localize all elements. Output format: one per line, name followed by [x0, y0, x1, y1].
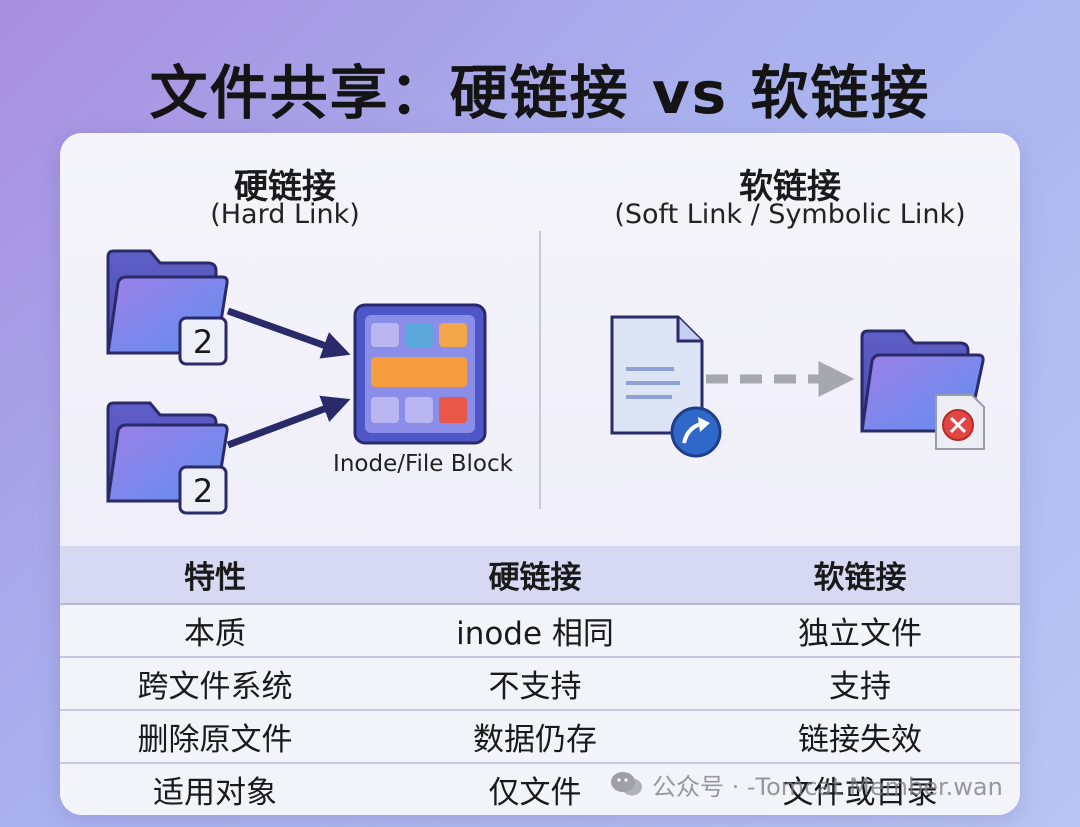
table-cell: 跨文件系统 [60, 657, 370, 711]
table-cell: 适用对象 [60, 763, 370, 815]
header-soft-link: 软链接 [700, 546, 1020, 605]
comparison-card: 硬链接 (Hard Link) 软链接 (Soft Link / Symboli… [60, 133, 1020, 815]
wechat-icon [611, 772, 642, 796]
table-cell: 不支持 [370, 657, 700, 711]
inode-label: Inode/File Block [333, 451, 513, 477]
table-row: 本质 inode 相同 独立文件 [60, 604, 1020, 658]
comparison-table: 特性 硬链接 软链接 本质 inode 相同 独立文件 跨文件系统 不支持 支持… [60, 546, 1020, 815]
link-count-bottom: 2 [193, 472, 213, 510]
shortcut-arrow-icon [670, 406, 722, 458]
hard-link-subtitle: (Hard Link) [210, 199, 360, 230]
table-header-row: 特性 硬链接 软链接 [60, 546, 1020, 605]
page-title: 文件共享：硬链接 vs 软链接 [149, 59, 931, 127]
table-cell: inode 相同 [370, 604, 700, 658]
broken-file-icon [935, 394, 985, 450]
document-icon [610, 315, 704, 435]
link-diagram: 2 2 [106, 249, 985, 515]
table-cell: 支持 [700, 657, 1020, 711]
table-cell: 本质 [60, 604, 370, 658]
header-hard-link: 硬链接 [370, 546, 700, 605]
link-count-badge: 2 [178, 465, 228, 515]
table-cell: 链接失效 [700, 710, 1020, 764]
soft-link-title: 软链接 [739, 167, 841, 207]
table-row: 删除原文件 数据仍存 链接失效 [60, 710, 1020, 764]
soft-link-subtitle: (Soft Link / Symbolic Link) [614, 199, 966, 230]
inode-block-icon [353, 303, 487, 445]
table-cell: 独立文件 [700, 604, 1020, 658]
header-feature: 特性 [60, 546, 370, 605]
section-divider [539, 231, 541, 509]
link-count-top: 2 [193, 323, 213, 361]
hard-link-title: 硬链接 [234, 167, 336, 207]
link-count-badge: 2 [178, 316, 228, 366]
hard-link-arrow [226, 395, 351, 449]
table-cell: 仅文件 [370, 763, 700, 815]
table-cell: 数据仍存 [370, 710, 700, 764]
watermark: 公众号 · -Tomcat Member.wan [610, 763, 1003, 805]
table-cell: 文件或目录 [700, 763, 1020, 815]
watermark-text: 公众号 · -Tomcat Member.wan [652, 772, 1003, 801]
table-row: 跨文件系统 不支持 支持 [60, 657, 1020, 711]
table-cell: 删除原文件 [60, 710, 370, 764]
table-row: 适用对象 仅文件 文件或目录 [60, 763, 1020, 815]
hard-link-arrow [226, 307, 351, 359]
